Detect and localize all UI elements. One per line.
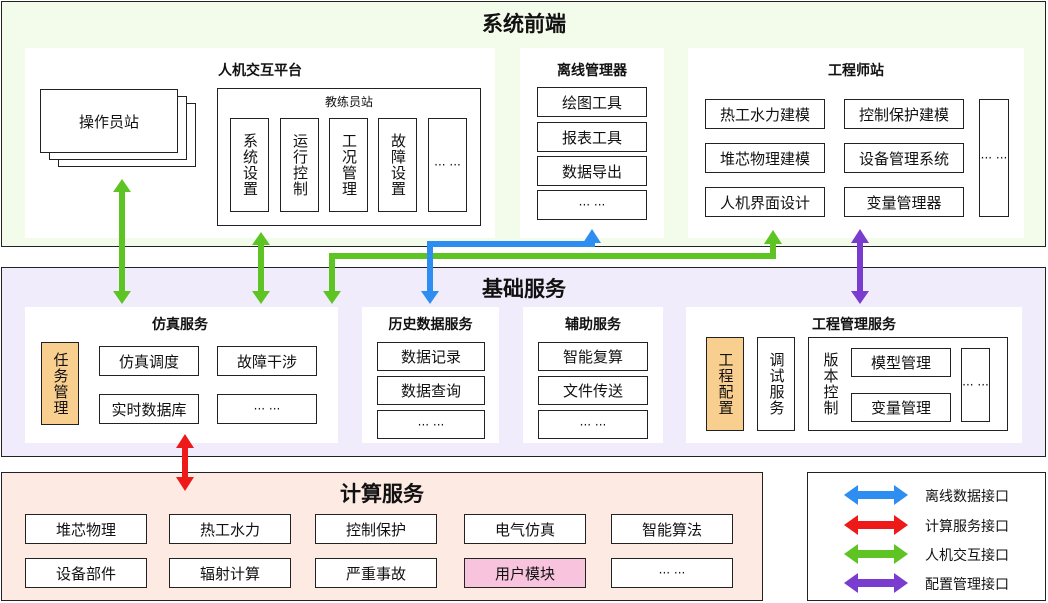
compute-module: 严重事故 [315,558,437,588]
compute-layer-title: 计算服务 [340,482,424,506]
offline-item: 绘图工具 [537,87,647,117]
aux-panel-title: 辅助服务 [565,317,621,333]
hmi-panel-title: 人机交互平台 [218,63,302,79]
debug-service: 调试服务 [757,337,795,431]
aux-item: 智能复算 [538,342,648,371]
compute-module-user: 用户模块 [464,558,586,588]
task-management: 任务管理 [41,342,79,425]
engineer-item: 设备管理系统 [844,143,964,173]
engineer-item: 人机界面设计 [705,187,825,217]
sim-item: 仿真调度 [99,346,199,376]
engineer-item: 热工水力建模 [705,99,825,129]
offline-item-more: ··· ··· [537,190,647,220]
operator-station: 操作员站 [40,89,178,153]
offline-panel-title: 离线管理器 [557,63,627,79]
compute-module: 电气仿真 [464,514,586,544]
engineer-panel-title: 工程师站 [828,63,884,79]
version-item-more: ··· ··· [961,348,990,422]
compute-module: 设备部件 [25,558,147,588]
instructor-item-more: ··· ··· [428,118,467,212]
instructor-item: 系统设置 [230,118,269,212]
history-panel-title: 历史数据服务 [388,317,473,333]
aux-item-more: ··· ··· [538,410,648,439]
history-item: 数据查询 [377,376,485,405]
legend-label: 计算服务接口 [925,519,1009,535]
front-layer-title: 系统前端 [482,12,566,36]
engineer-item: 堆芯物理建模 [705,143,825,173]
sim-item-more: ··· ··· [217,394,317,424]
history-item: 数据记录 [377,342,485,371]
compute-module: 辐射计算 [169,558,291,588]
instructor-item: 故障设置 [378,118,417,212]
compute-module: 智能算法 [611,514,733,544]
offline-item: 报表工具 [537,122,647,152]
legend-label: 人机交互接口 [925,548,1009,564]
eng-panel-title: 工程管理服务 [812,317,896,333]
history-item-more: ··· ··· [377,410,485,439]
sim-panel-title: 仿真服务 [152,317,208,333]
version-control-label: 版本控制 [821,352,840,416]
engineer-item-more: ··· ··· [979,99,1009,217]
engineer-item: 变量管理器 [844,187,964,217]
instructor-station-title: 教练员站 [324,95,373,109]
sim-item: 实时数据库 [99,394,199,424]
instructor-item: 运行控制 [280,118,319,212]
compute-module: 热工水力 [169,514,291,544]
base-layer-title: 基础服务 [482,277,566,301]
legend-label: 离线数据接口 [925,489,1009,505]
aux-item: 文件传送 [538,376,648,405]
instructor-item: 工况管理 [329,118,368,212]
offline-item: 数据导出 [537,156,647,186]
engineer-item: 控制保护建模 [844,99,964,129]
sim-item: 故障干涉 [217,346,317,376]
legend-label: 配置管理接口 [925,577,1009,593]
version-item: 模型管理 [851,348,951,377]
version-item: 变量管理 [851,393,951,422]
engineering-config: 工程配置 [706,337,744,431]
compute-module: 堆芯物理 [25,514,147,544]
compute-module: 控制保护 [315,514,437,544]
compute-module-more: ··· ··· [611,558,733,588]
